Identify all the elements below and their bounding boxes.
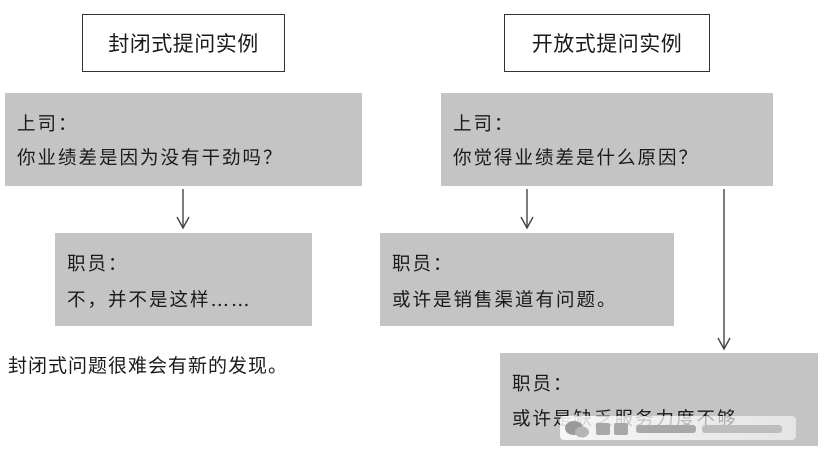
closed-staff-answer-text: 不，并不是这样……	[67, 290, 252, 311]
closed-question-title: 封闭式提问实例	[82, 14, 285, 72]
closed-staff-answer-box: 职员： 不，并不是这样……	[55, 233, 312, 326]
open-arrow-head-1	[520, 216, 534, 230]
open-staff-speaker-2: 职员：	[512, 374, 574, 395]
closed-boss-question-box: 上司： 你业绩差是因为没有干劲吗？	[5, 93, 362, 186]
closed-staff-speaker: 职员：	[67, 254, 129, 275]
open-boss-speaker: 上司：	[453, 114, 515, 135]
watermark-logo	[560, 416, 796, 440]
open-boss-question-text: 你觉得业绩差是什么原因？	[453, 148, 700, 169]
open-question-title: 开放式提问实例	[504, 14, 710, 72]
closed-question-note: 封闭式问题很难会有新的发现。	[8, 355, 289, 377]
closed-question-title-text: 封闭式提问实例	[108, 32, 259, 56]
open-staff-speaker-1: 职员：	[392, 254, 454, 275]
open-staff-answer-box-1: 职员： 或许是销售渠道有问题。	[380, 233, 674, 326]
open-staff-answer-text-1: 或许是销售渠道有问题。	[392, 290, 618, 311]
wechat-icon	[565, 421, 589, 438]
open-boss-question-box: 上司： 你觉得业绩差是什么原因？	[441, 93, 773, 186]
closed-boss-question-text: 你业绩差是因为没有干劲吗？	[17, 148, 284, 169]
closed-arrow-head	[176, 216, 190, 230]
open-question-title-text: 开放式提问实例	[531, 32, 683, 56]
open-arrow-head-2	[717, 337, 731, 351]
closed-boss-speaker: 上司：	[17, 114, 79, 135]
